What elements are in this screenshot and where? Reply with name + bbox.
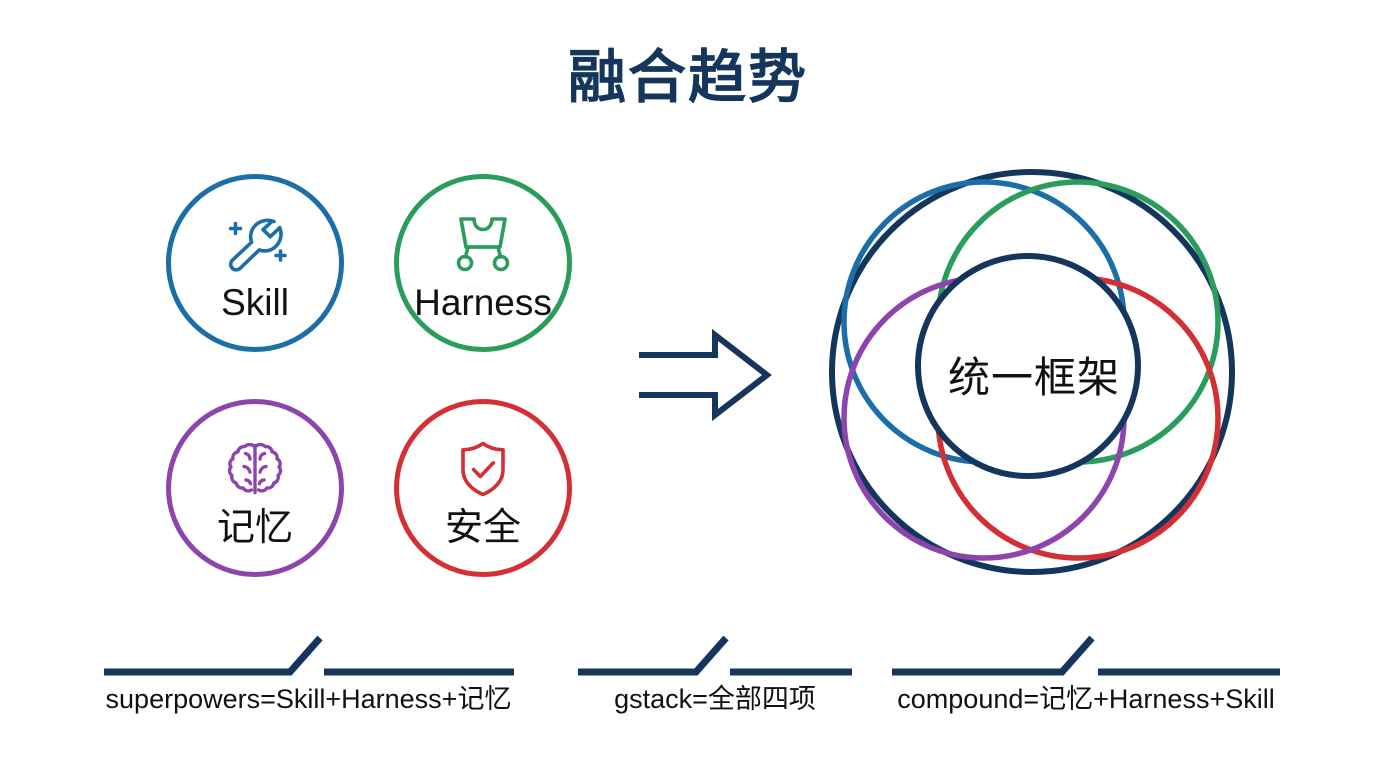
callout-gstack: gstack=全部四项: [570, 630, 860, 726]
wrench-sparkle-icon: [171, 213, 339, 275]
venn-core-ring: [915, 253, 1141, 479]
pillar-safety[interactable]: 安全: [394, 399, 572, 577]
unified-framework-venn: [826, 166, 1238, 578]
callout-superpowers-text: superpowers=Skill+Harness+记忆: [105, 684, 512, 714]
pillar-safety-label: 安全: [444, 507, 521, 549]
harness-vest-icon: [399, 213, 567, 275]
callout-leader-line: [892, 635, 1095, 676]
callout-superpowers: superpowers=Skill+Harness+记忆: [96, 630, 521, 726]
callout-compound-text: compound=记忆+Harness+Skill: [897, 684, 1275, 714]
brain-icon: [171, 438, 339, 500]
pillar-skill-label: Skill: [221, 282, 289, 323]
callout-compound: compound=记忆+Harness+Skill: [886, 630, 1286, 726]
venn-outer-ring: [829, 169, 1235, 575]
shield-check-icon: [399, 438, 567, 500]
pillar-memory[interactable]: 记忆: [166, 399, 344, 577]
pillar-harness[interactable]: Harness: [394, 174, 572, 352]
page-title: 融合趋势: [567, 45, 808, 110]
callout-gstack-text: gstack=全部四项: [614, 684, 816, 714]
right-arrow-icon: [635, 327, 775, 423]
callout-leader-line: [578, 635, 729, 676]
pillar-memory-label: 记忆: [216, 507, 293, 549]
pillar-harness-label: Harness: [414, 282, 552, 323]
pillar-skill[interactable]: Skill: [166, 174, 344, 352]
callout-leader-line: [104, 635, 323, 676]
